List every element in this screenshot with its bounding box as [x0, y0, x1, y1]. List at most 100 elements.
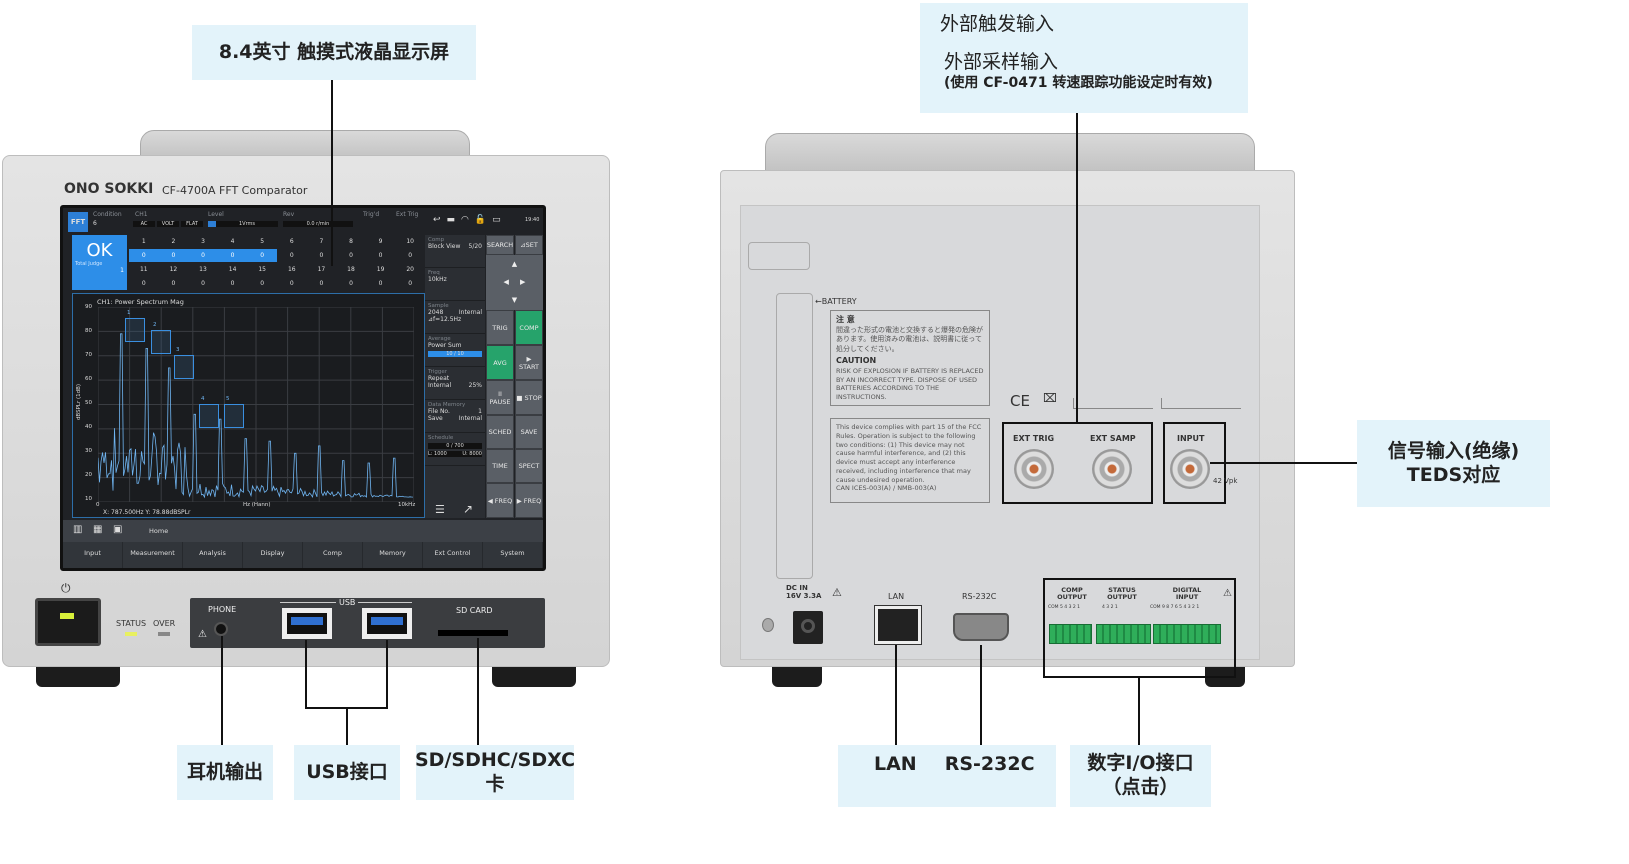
status-pins: 4 3 2 1 [1102, 605, 1118, 610]
iipause-button[interactable]: II PAUSE [486, 380, 514, 415]
usb-label: USB [336, 598, 359, 607]
peak-marker-box[interactable] [174, 355, 194, 379]
leader-lan [895, 645, 897, 745]
power-button[interactable] [35, 598, 101, 646]
callout-ext-trig: 外部触发输入 [940, 13, 1055, 35]
time-button[interactable]: TIME [486, 449, 514, 483]
leader-dio [1138, 678, 1140, 745]
progress-bar: 0 / 700 [428, 443, 482, 449]
save-button[interactable]: SAVE [515, 415, 543, 449]
touch-screen[interactable]: FFT Condition 6 CH1 AC VOLT FLAT Level 1… [60, 205, 546, 571]
stop-button[interactable]: ■ STOP [515, 380, 543, 415]
judge-cell: 1 [141, 238, 146, 245]
over-led [158, 632, 170, 636]
sd-card-slot[interactable] [438, 630, 508, 636]
sched-button[interactable]: SCHED [486, 415, 514, 449]
judge-cell: 2 [171, 238, 176, 245]
judge-cell: 0 [378, 252, 383, 259]
menu-item-measurement[interactable]: Measurement [123, 542, 183, 568]
ch-opt[interactable]: FLAT [181, 221, 203, 227]
comp-button[interactable]: COMP [515, 310, 543, 345]
peak-marker-label: 4 [201, 396, 205, 402]
input-bnc[interactable] [1170, 449, 1210, 489]
leader-rs232 [980, 645, 982, 745]
menu-item-analysis[interactable]: Analysis [183, 542, 243, 568]
info-row: ⊿f=12.5Hz [428, 316, 482, 323]
level-value[interactable]: 1Vrms [208, 221, 278, 227]
ch-opt[interactable]: AC [133, 221, 155, 227]
peak-marker-box[interactable] [199, 404, 219, 428]
ext-samp-bnc[interactable] [1092, 449, 1132, 489]
sd-card-label: SD CARD [456, 606, 493, 615]
judge-cell: 0 [408, 252, 413, 259]
menu-item-input[interactable]: Input [63, 542, 123, 568]
comp-output-terminal[interactable] [1049, 624, 1092, 644]
ext-trig-label: EXT TRIG [1013, 434, 1055, 443]
y-tick: 10 [85, 496, 92, 502]
phone-jack[interactable] [214, 622, 228, 636]
mode-badge[interactable]: FFT [68, 212, 88, 232]
judge-cell: 13 [199, 266, 207, 273]
y-tick: 50 [85, 400, 92, 406]
ch-opt[interactable]: VOLT [157, 221, 179, 227]
search-button[interactable]: SEARCH [486, 235, 514, 255]
dc-in-spec: 16V 3.3A [786, 592, 822, 601]
info-label: Average [428, 336, 451, 342]
lan-port[interactable] [874, 605, 922, 645]
bracket-right [1161, 398, 1241, 409]
list-icon[interactable]: ☰ [435, 503, 445, 516]
rs232-port[interactable] [953, 613, 1009, 641]
exttrig-label: Ext Trig [396, 211, 419, 218]
back-panel [740, 205, 1260, 660]
trig-button[interactable]: TRIG [486, 310, 514, 345]
avg-button[interactable]: AVG [486, 345, 514, 380]
battery-cover[interactable] [776, 293, 813, 579]
freq-button[interactable]: ◀ FREQ [486, 483, 514, 518]
callout-usb: USB接口 [294, 745, 400, 800]
info-value: 5/20 [468, 243, 482, 250]
callout-ext-samp: 外部采样输入 [944, 50, 1059, 73]
usb-port-1[interactable] [282, 608, 332, 639]
set-button[interactable]: ⊿SET [515, 235, 543, 255]
menu-item-system[interactable]: System [483, 542, 543, 568]
grid-icon[interactable]: ▦ [93, 524, 103, 535]
dc-in-jack[interactable] [793, 611, 823, 644]
ext-trig-bnc[interactable] [1014, 449, 1054, 489]
bar-chart-icon[interactable]: ▥ [73, 524, 83, 535]
peak-marker-box[interactable] [224, 404, 244, 428]
start-button[interactable]: ▶ START [515, 345, 543, 380]
usb-port-2[interactable] [362, 608, 412, 639]
cursor-readout: X: 787.500Hz Y: 78.88dBSPLr [103, 509, 191, 516]
waveform-icon[interactable]: ▣ [113, 524, 123, 535]
digital-input-terminal[interactable] [1153, 624, 1221, 644]
back-handle [765, 133, 1255, 173]
expand-arrow-icon[interactable]: ↗ [463, 502, 474, 516]
home-label[interactable]: Home [149, 527, 169, 535]
warning-icon: ⚠ [1223, 588, 1232, 599]
digital-io-box [1043, 578, 1236, 678]
peak-marker-box[interactable] [151, 330, 171, 354]
judge-cell: 7 [319, 238, 324, 245]
status-output-terminal[interactable] [1096, 624, 1151, 644]
info-value: Save [428, 415, 443, 422]
freq-button[interactable]: ▶ FREQ [515, 483, 543, 518]
menu-item-comp[interactable]: Comp [303, 542, 363, 568]
direction-pad[interactable]: ▲◀ ▶▼ [486, 255, 543, 310]
judge-cell: 10 [406, 238, 414, 245]
peak-marker-box[interactable] [125, 318, 145, 342]
spect-button[interactable]: SPECT [515, 449, 543, 483]
menu-item-memory[interactable]: Memory [363, 542, 423, 568]
menu-item-display[interactable]: Display [243, 542, 303, 568]
comp-output-label: COMP OUTPUT [1057, 586, 1087, 602]
menu-item-ext-control[interactable]: Ext Control [423, 542, 483, 568]
